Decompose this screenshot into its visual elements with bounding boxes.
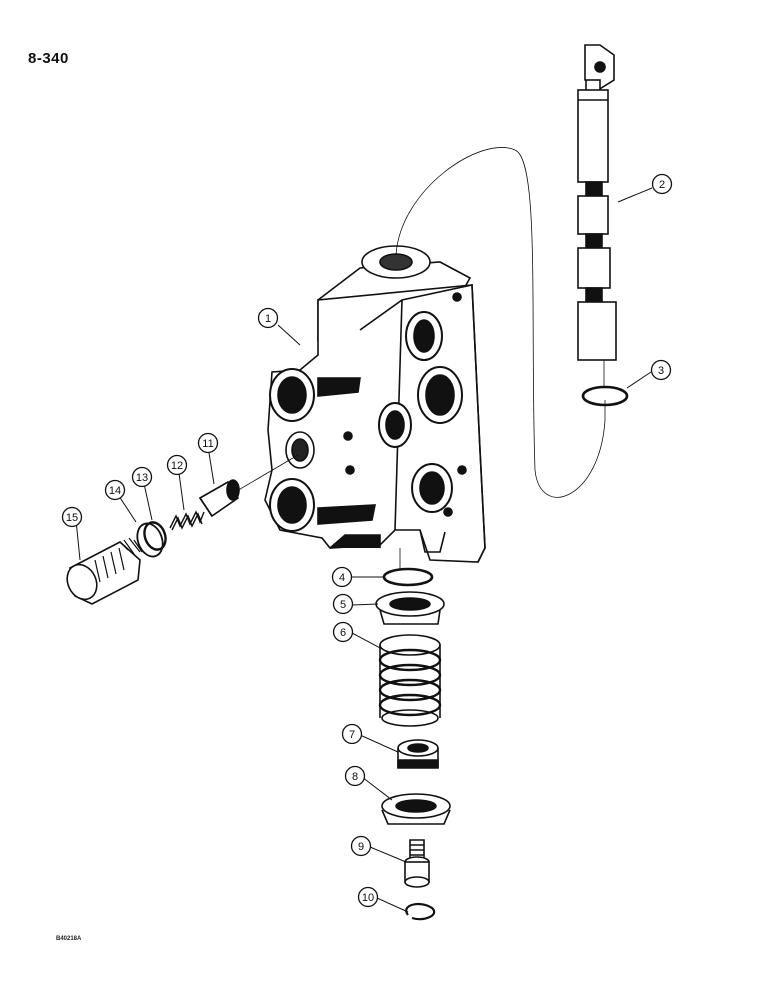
spacer-7-part (397, 739, 439, 769)
plug-15-part (66, 537, 143, 605)
callout-label: 6 (340, 627, 346, 639)
spring-seat-8-part (381, 793, 451, 825)
screw-9-part (404, 839, 430, 888)
spring-seat-5-part (375, 591, 445, 625)
callout-9: 9 (350, 835, 372, 857)
snap-ring-10-part (405, 902, 436, 921)
figure-code: B40218A (56, 936, 82, 942)
callout-label: 12 (171, 460, 183, 472)
spool-part (577, 44, 617, 361)
callout-15: 15 (61, 506, 83, 528)
callout-7: 7 (341, 723, 363, 745)
callout-5: 5 (332, 593, 354, 615)
callout-11: 11 (197, 432, 219, 454)
valve-body-part (264, 245, 486, 563)
spring-6-part (378, 634, 442, 727)
callout-label: 5 (340, 599, 346, 611)
poppet-11-part (198, 479, 240, 518)
callout-12: 12 (166, 454, 188, 476)
callout-10: 10 (357, 886, 379, 908)
o-ring-14-part (136, 522, 164, 558)
callout-label: 4 (339, 572, 345, 584)
callout-label: 2 (659, 179, 665, 191)
callout-label: 10 (362, 892, 374, 904)
callout-label: 3 (658, 365, 664, 377)
callout-label: 1 (265, 313, 271, 325)
callout-3: 3 (650, 359, 672, 381)
callout-label: 8 (352, 771, 358, 783)
callout-label: 9 (358, 841, 364, 853)
spring-12-part (169, 510, 205, 531)
page-number: 8-340 (28, 50, 69, 67)
callout-13: 13 (131, 466, 153, 488)
callout-1: 1 (257, 307, 279, 329)
callout-label: 7 (349, 729, 355, 741)
callout-8: 8 (344, 765, 366, 787)
callout-14: 14 (104, 479, 126, 501)
backup-ring-13-part (143, 521, 167, 551)
callout-6: 6 (332, 621, 354, 643)
callout-2: 2 (651, 173, 673, 195)
o-ring-4-part (382, 567, 434, 587)
callout-label: 14 (109, 485, 121, 497)
callout-label: 15 (66, 512, 78, 524)
callout-label: 11 (202, 438, 213, 450)
callout-label: 13 (136, 472, 148, 484)
callout-4: 4 (331, 566, 353, 588)
